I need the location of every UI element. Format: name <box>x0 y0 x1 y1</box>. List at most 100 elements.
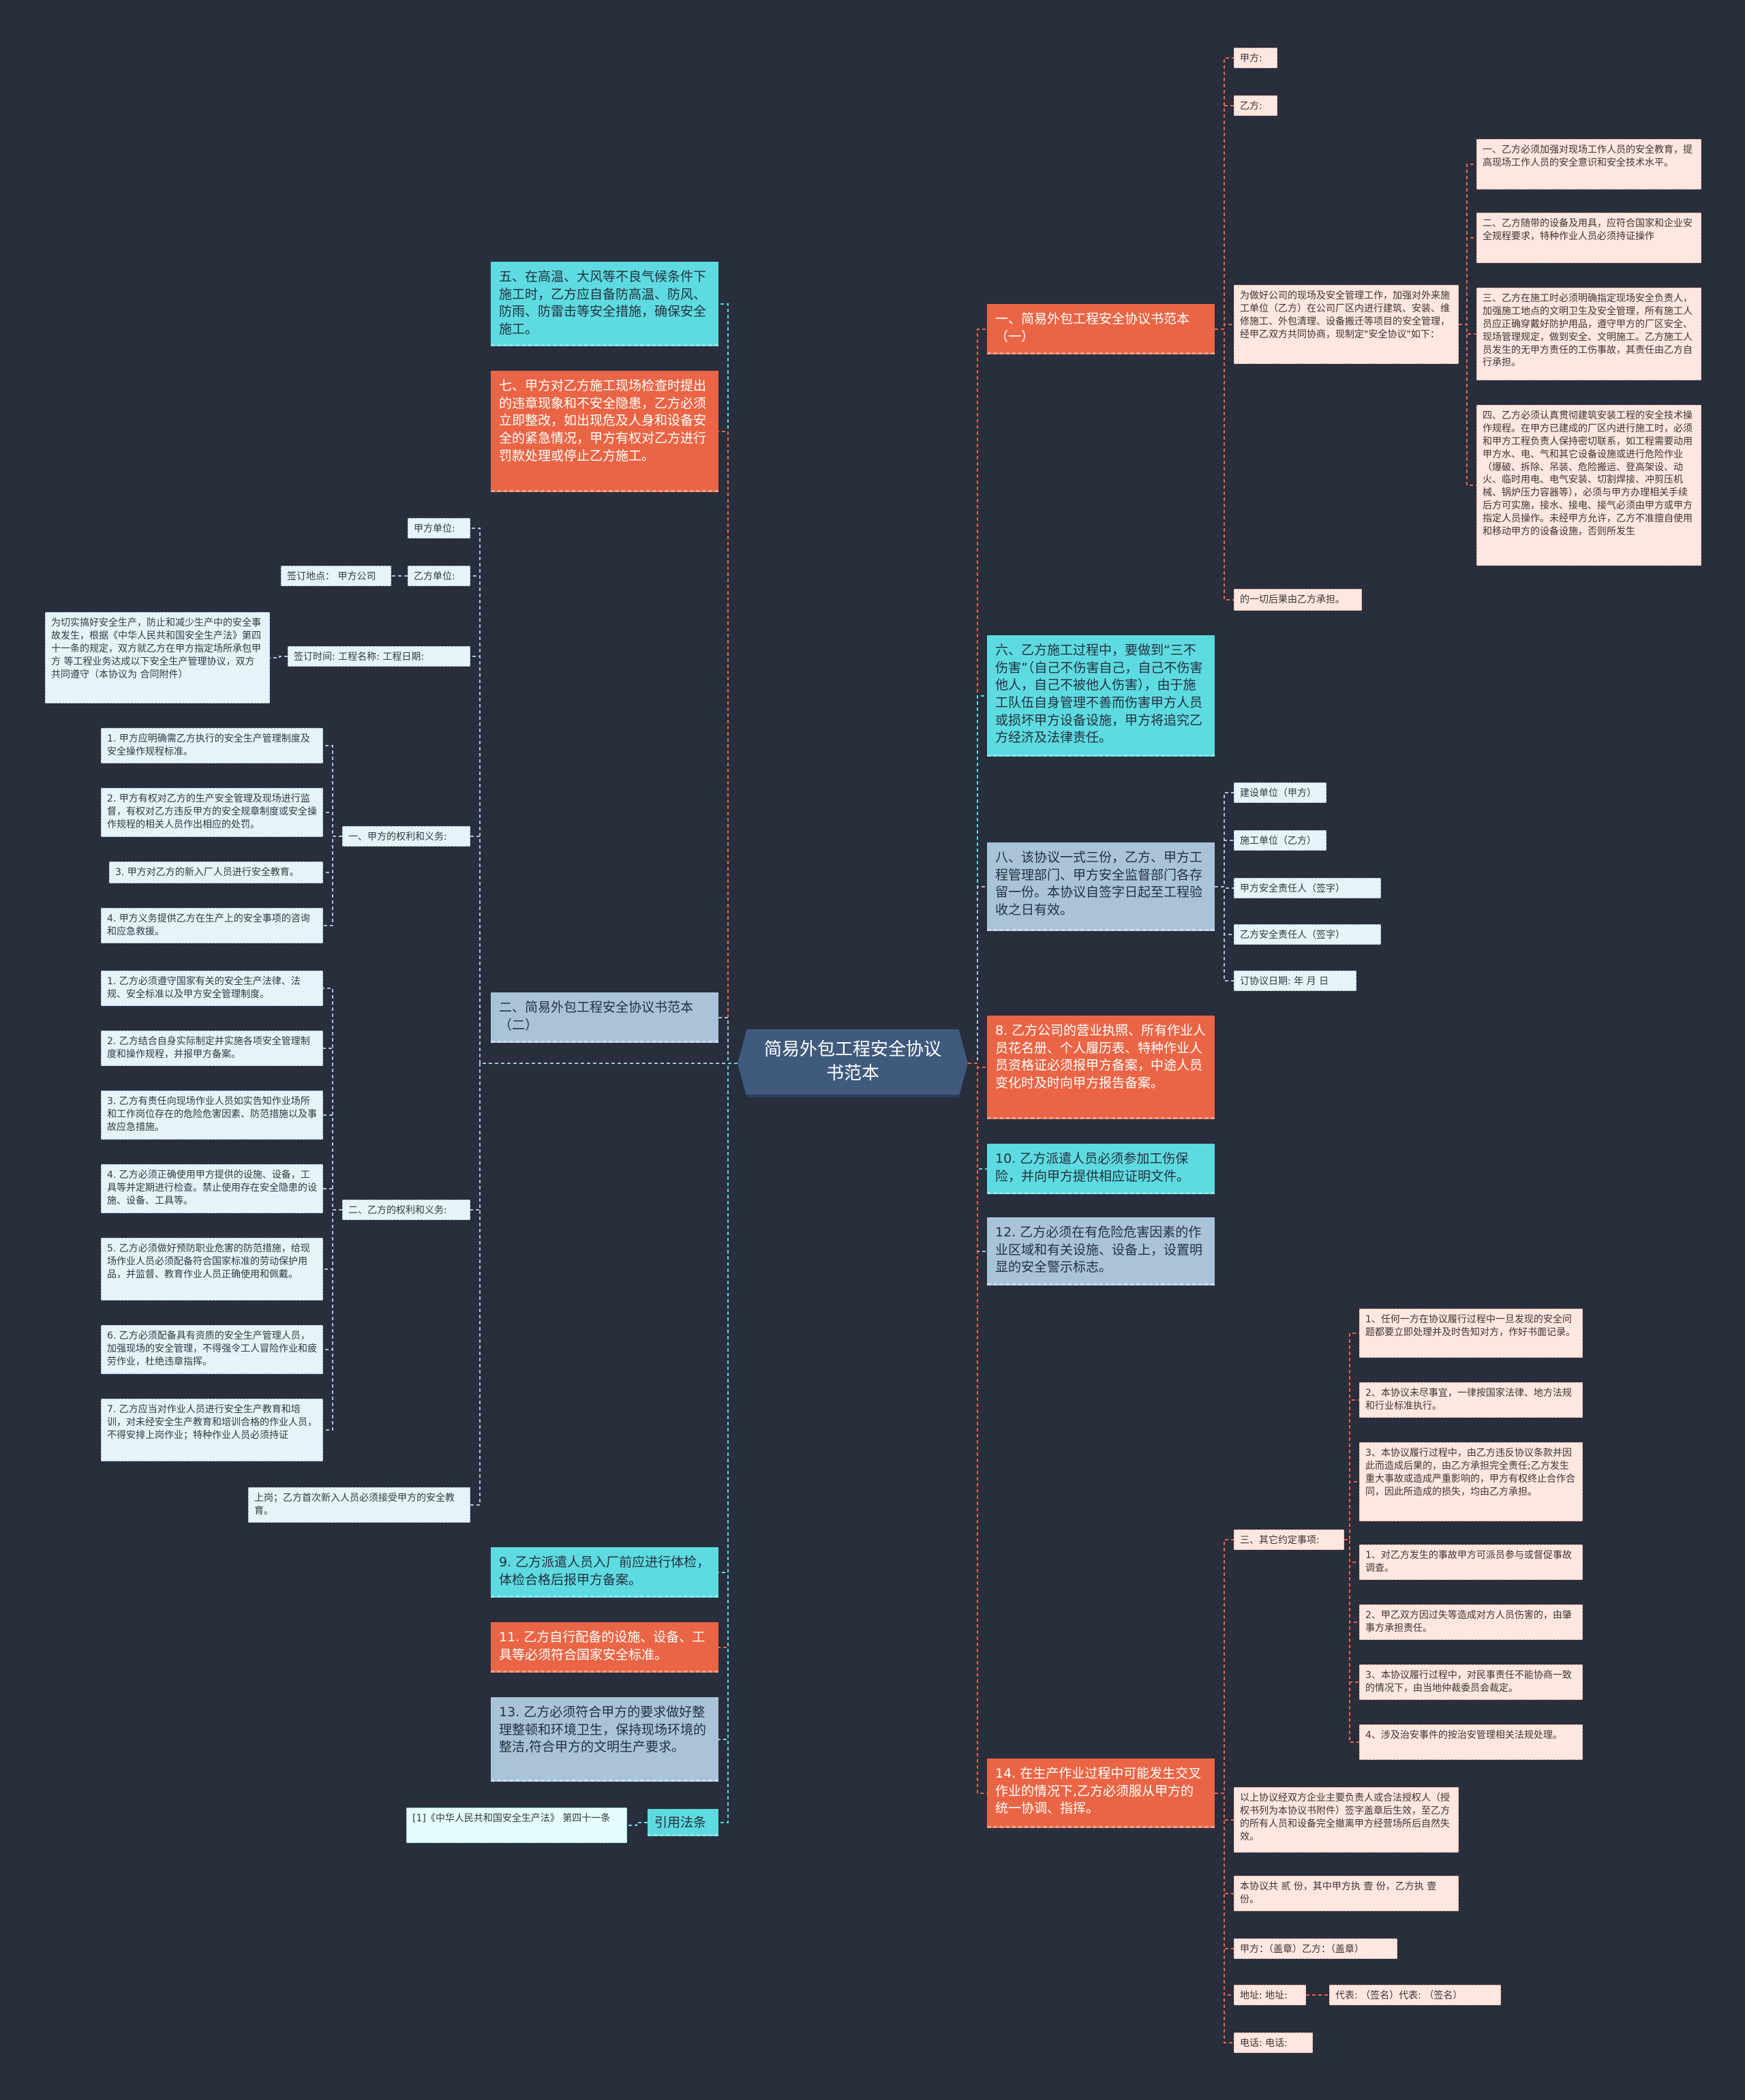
connector <box>1215 105 1234 330</box>
connector <box>718 1063 738 1740</box>
sec2-item-5: 5. 乙方必须做好预防职业危害的防范措施，给现场作业人员必须配备符合国家标准的劳… <box>101 1238 323 1300</box>
sec2-title: 二、乙方的权利和义务: <box>342 1200 470 1220</box>
rule-2: 二、乙方随带的设备及用具，应符合国家和企业安全规程要求，特种作业人员必须持证操作 <box>1476 213 1701 263</box>
left-node-7[interactable]: 七、甲方对乙方施工现场检查时提出的违章现象和不安全隐患，乙方必须立即整改，如出现… <box>491 371 718 492</box>
connector <box>1344 1333 1359 1540</box>
connector <box>1215 840 1234 887</box>
sec2-item-4: 4. 乙方必须正确使用甲方提供的设施、设备，工具等并定期进行检查。禁止使用存在安… <box>101 1164 323 1213</box>
connector <box>323 812 342 837</box>
cite-law-label[interactable]: 引用法条 <box>648 1809 718 1836</box>
connector <box>1344 1539 1359 1623</box>
closing-validity: 以上协议经双方企业主要负责人或合法授权人（授权书列为本协议书附件）签字盖章后生效… <box>1234 1787 1459 1853</box>
connector <box>1344 1399 1359 1540</box>
closing-representative: 代表: （签名）代表: （签名） <box>1329 1985 1501 2005</box>
connector <box>323 1114 342 1211</box>
connector <box>323 988 342 1211</box>
closing-seal: 甲方：（盖章）乙方：（盖章） <box>1234 1938 1397 1959</box>
sig-date: 订协议日期: 年 月 日 <box>1234 971 1356 991</box>
shanggang-note: 上岗；乙方首次新入人员必须接受甲方的安全教育。 <box>248 1487 470 1523</box>
connector <box>1215 329 1234 600</box>
sec1-item-1: 1. 甲方应明确需乙方执行的安全生产管理制度及安全操作规程标准。 <box>101 728 323 763</box>
other-terms-title: 三、其它约定事项: <box>1234 1530 1344 1550</box>
connector <box>1215 57 1234 330</box>
sig-contractor: 施工单位（乙方） <box>1234 830 1326 851</box>
connector <box>323 1209 342 1431</box>
other-term-4: 1、对乙方发生的事故甲方可派员参与或督促事故调查。 <box>1359 1544 1583 1580</box>
right-node-10[interactable]: 10. 乙方派遣人员必须参加工伤保险，并向甲方提供相应证明文件。 <box>987 1144 1215 1194</box>
connector <box>323 745 342 837</box>
sec1-item-3: 3. 甲方对乙方的新入厂人员进行安全教育。 <box>109 862 323 883</box>
rule-3: 三、乙方在施工时必须明确指定现场安全负责人，加强施工地点的文明卫生及安全管理，所… <box>1476 288 1701 380</box>
jiafang-label: 甲方: <box>1234 48 1277 68</box>
connector <box>470 1063 738 1506</box>
closing-copies: 本协议共 贰 份，其中甲方执 壹 份，乙方执 壹 份。 <box>1234 1876 1459 1911</box>
cite-law[interactable]: [1]《中华人民共和国安全生产法》 第四十一条 <box>406 1808 627 1843</box>
sec2-item-7: 7. 乙方应当对作业人员进行安全生产教育和培训，对未经安全生产教育和培训合格的作… <box>101 1399 323 1461</box>
sec1-item-4: 4. 甲方义务提供乙方在生产上的安全事项的咨询和应急救援。 <box>101 908 323 943</box>
rule-4: 四、乙方必须认真贯彻建筑安装工程的安全技术操作规程。在甲方已建成的厂区内进行施工… <box>1476 405 1701 566</box>
right-node-12[interactable]: 12. 乙方必须在有危险危害因素的作业区域和有关设施、设备上，设置明显的安全警示… <box>987 1217 1215 1285</box>
sig-yi-safety: 乙方安全责任人（签字） <box>1234 924 1381 945</box>
connector <box>1344 1481 1359 1540</box>
sign-time: 签订时间: 工程名称: 工程日期: <box>288 646 470 667</box>
connector <box>270 656 288 658</box>
closing-address: 地址: 地址: <box>1234 1985 1306 2005</box>
section-2[interactable]: 二、简易外包工程安全协议书范本（二） <box>491 992 718 1043</box>
connector <box>1459 237 1476 325</box>
sec1-item-2: 2. 甲方有权对乙方的生产安全管理及现场进行监督，有权对乙方违反甲方的安全规章制… <box>101 788 323 837</box>
right-node-14[interactable]: 14. 在生产作业过程中可能发生交叉作业的情况下,乙方必须服从甲方的统一协调、指… <box>987 1759 1215 1828</box>
other-term-3: 3、本协议履行过程中，由乙方违反协议条款并因此而造成后果的，由乙方承担完全责任;… <box>1359 1442 1583 1521</box>
sign-place: 签订地点： 甲方公司 <box>281 566 391 586</box>
left-node-5[interactable]: 五、在高温、大风等不良气候条件下施工时，乙方应自备防高温、防风、防雨、防雷击等安… <box>491 262 718 346</box>
connector <box>968 1063 987 1068</box>
connector <box>1344 1539 1359 1683</box>
sec1-title: 一、甲方的权利和义务: <box>342 826 470 847</box>
yifang-unit: 乙方单位: <box>408 566 470 586</box>
sec2-item-1: 1. 乙方必须遵守国家有关的安全生产法律、法规、安全标准以及甲方安全管理制度。 <box>101 971 323 1006</box>
connector <box>323 836 342 926</box>
right-node-8[interactable]: 8. 乙方公司的营业执照、所有作业人员花名册、个人履历表、特种作业人员资格证必须… <box>987 1016 1215 1119</box>
sec2-item-6: 6. 乙方必须配备具有资质的安全生产管理人员，加强现场的安全管理，不得强令工人冒… <box>101 1325 323 1374</box>
other-term-2: 2、本协议未尽事宜，一律按国家法律、地方法规和行业标准执行。 <box>1359 1382 1583 1418</box>
connector <box>323 1188 342 1211</box>
section-1[interactable]: 一、简易外包工程安全协议书范本（一） <box>987 304 1215 354</box>
jiafang-unit: 甲方单位: <box>408 518 470 538</box>
connector <box>968 695 987 1064</box>
yifang-label: 乙方: <box>1234 95 1277 116</box>
rule-4-continued: 的一切后果由乙方承担。 <box>1234 589 1362 611</box>
rule-1: 一、乙方必须加强对现场工作人员的安全教育，提高现场工作人员的安全意识和安全技术水… <box>1476 139 1701 189</box>
connector <box>968 1063 987 1794</box>
connector <box>718 431 738 1064</box>
connector <box>1215 1539 1234 1794</box>
connector <box>1215 886 1234 981</box>
other-term-5: 2、甲乙双方因过失等造成对方人员伤害的，由肇事方承担责任。 <box>1359 1604 1583 1640</box>
left-node-13[interactable]: 13. 乙方必须符合甲方的要求做好整理整顿和环境卫生，保持现场环境的整洁,符合甲… <box>491 1697 718 1782</box>
connector <box>470 528 738 1064</box>
connector <box>1215 1793 1234 2043</box>
agreement-purpose: 为切实搞好安全生产，防止和减少生产中的安全事故发生，根据《中华人民共和国安全生产… <box>45 612 270 703</box>
agreement-intro: 为做好公司的现场及安全管理工作，加强对外来施工单位（乙方）在公司厂区内进行建筑、… <box>1234 285 1459 364</box>
connector <box>968 1063 987 1252</box>
right-node-8a[interactable]: 八、该协议一式三份，乙方、甲方工程管理部门、甲方安全监督部门各存留一份。本协议自… <box>987 842 1215 931</box>
root-topic[interactable]: 简易外包工程安全协议书范本 <box>738 1029 968 1097</box>
connector <box>1344 1539 1359 1563</box>
connector <box>627 1822 648 1826</box>
connector <box>718 1017 738 1064</box>
connector <box>470 575 738 1064</box>
other-term-1: 1、任何一方在协议履行过程中一旦发现的安全问题都要立即处理并及时告知对方，作好书… <box>1359 1309 1583 1358</box>
other-term-6: 3、本协议履行过程中，对民事责任不能协商一致的情况下，由当地仲裁委员会裁定。 <box>1359 1664 1583 1700</box>
connector <box>1344 1539 1359 1743</box>
right-node-6[interactable]: 六、乙方施工过程中，要做到“三不伤害”（自己不伤害自己，自己不伤害他人，自己不被… <box>987 635 1215 757</box>
connector <box>968 886 987 1064</box>
connector <box>718 1063 738 1823</box>
left-node-11[interactable]: 11. 乙方自行配备的设施、设备、工具等必须符合国家安全标准。 <box>491 1622 718 1673</box>
other-term-7: 4、涉及治安事件的按治安管理相关法规处理。 <box>1359 1724 1583 1760</box>
connector <box>470 1063 738 1211</box>
left-node-9[interactable]: 9. 乙方派遣人员入厂前应进行体检，体检合格后报甲方备案。 <box>491 1547 718 1598</box>
sec2-item-3: 3. 乙方有责任向现场作业人员如实告知作业场所和工作岗位存在的危险危害因素、防范… <box>101 1091 323 1140</box>
closing-phone: 电话: 电话: <box>1234 2033 1313 2053</box>
sec2-item-2: 2. 乙方结合自身实际制定并实施各项安全管理制度和操作规程，并报甲方备案。 <box>101 1031 323 1066</box>
sig-jia-safety: 甲方安全责任人（签字） <box>1234 878 1381 898</box>
connector <box>1215 324 1234 330</box>
